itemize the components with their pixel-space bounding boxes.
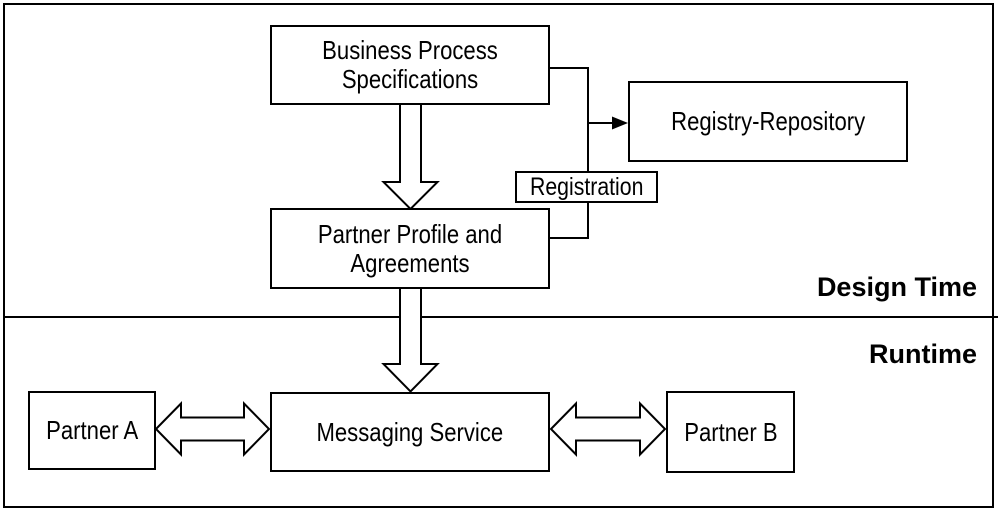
double-arrow-messaging-partnerb-icon bbox=[549, 401, 667, 457]
arrow-profile-to-messaging-icon bbox=[381, 286, 440, 393]
node-messaging-service: Messaging Service bbox=[270, 392, 550, 472]
design-runtime-divider-line bbox=[3, 316, 998, 318]
node-label: Partner B bbox=[683, 416, 778, 447]
registration-connector-line bbox=[549, 67, 589, 239]
node-label: Business Process Specifications bbox=[322, 35, 498, 94]
registration-arrowhead-icon bbox=[612, 116, 628, 130]
node-partner-b: Partner B bbox=[666, 391, 795, 473]
node-label: Registry-Repository bbox=[670, 106, 866, 136]
node-registration: Registration bbox=[515, 171, 658, 203]
node-business-process-specifications: Business Process Specifications bbox=[270, 25, 550, 105]
runtime-label: Runtime bbox=[869, 339, 977, 369]
node-registry-repository: Registry-Repository bbox=[628, 81, 908, 162]
node-label: Messaging Service bbox=[316, 416, 504, 447]
design-time-label: Design Time bbox=[816, 272, 977, 302]
node-label: Registration bbox=[529, 172, 644, 201]
node-label: Partner Profile and Agreements bbox=[317, 218, 503, 278]
outer-border bbox=[3, 3, 994, 508]
double-arrow-partnera-messaging-icon bbox=[154, 401, 271, 457]
node-partner-profile-agreements: Partner Profile and Agreements bbox=[270, 208, 550, 289]
arrow-bps-to-profile-icon bbox=[381, 103, 440, 211]
node-partner-a: Partner A bbox=[28, 391, 156, 470]
node-label: Partner A bbox=[45, 415, 139, 445]
